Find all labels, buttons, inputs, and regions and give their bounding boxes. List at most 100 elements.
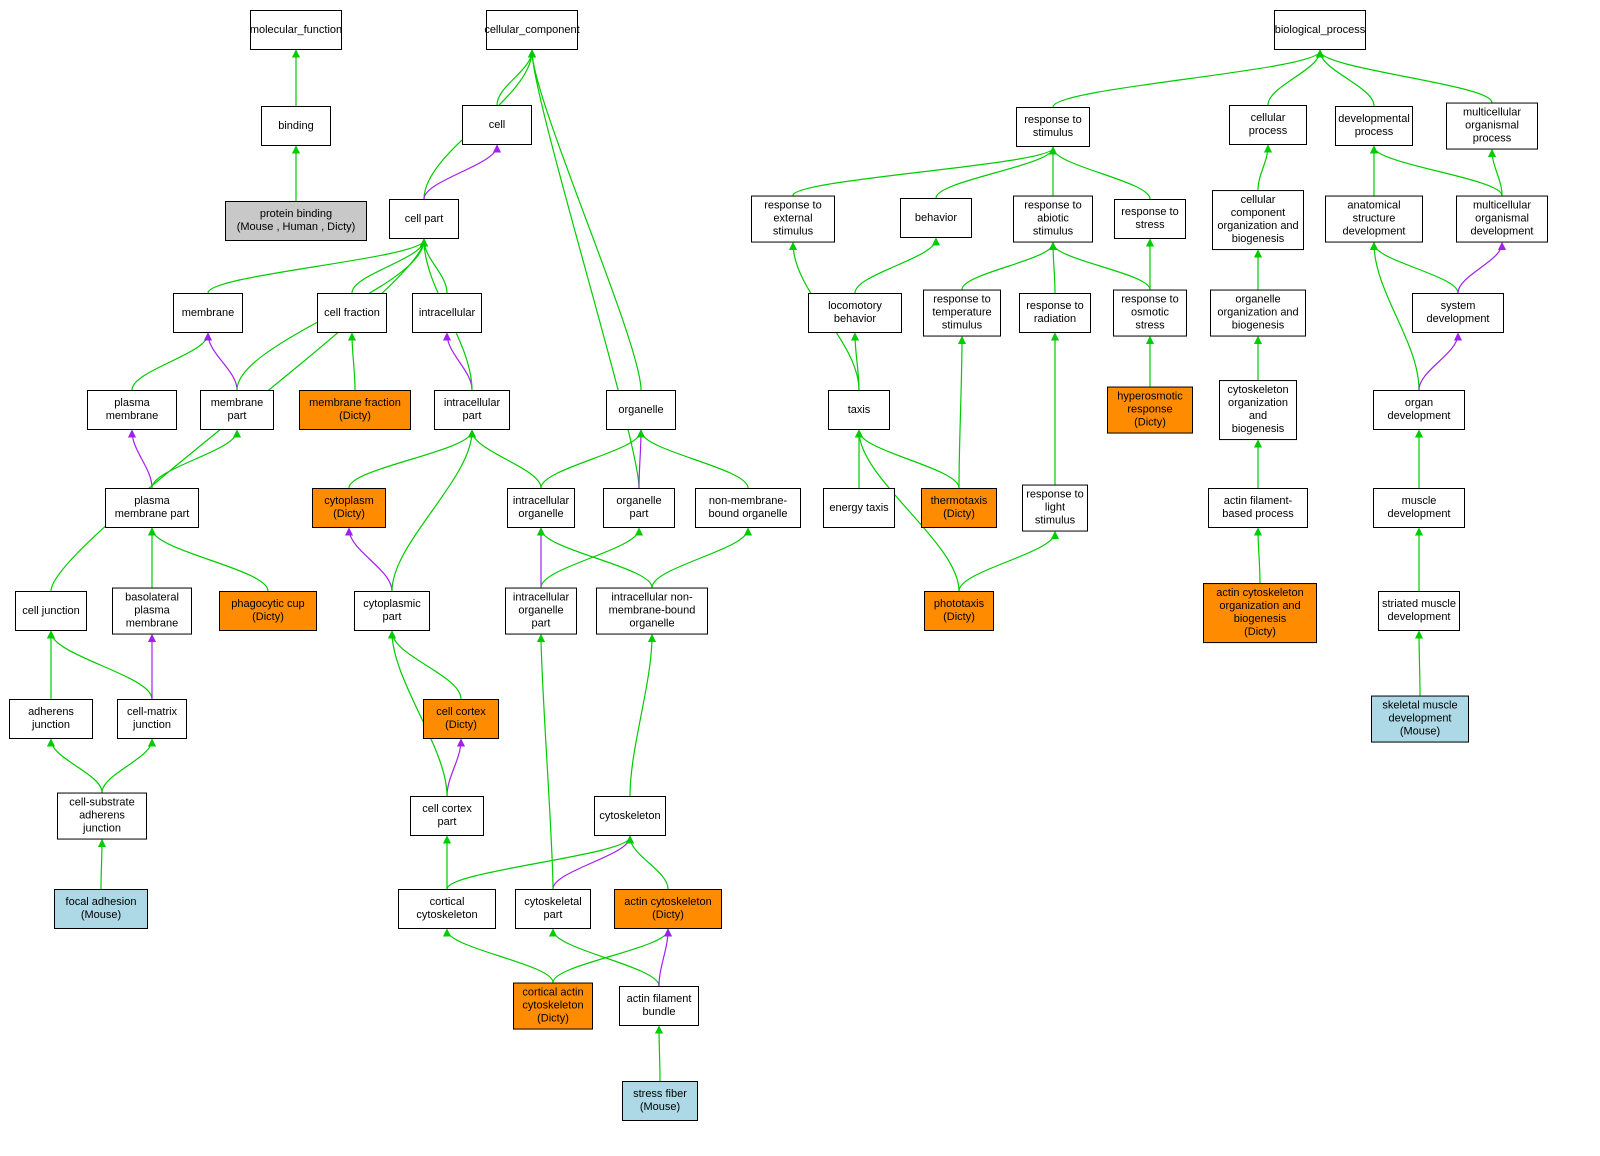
edge-isa-cortical_cytoskeleton-to-cytoskeleton <box>446 835 635 890</box>
node-label: intracellular part <box>443 397 501 422</box>
node-locomotory_behavior: locomotory behavior <box>808 293 902 333</box>
node-intracellular_organelle_part: intracellular organelle part <box>505 587 577 635</box>
edge-partof-cytoplasmic_part-to-cytoplasm <box>344 527 393 592</box>
node-stress_fiber: stress fiber (Mouse) <box>622 1081 698 1121</box>
node-label: muscle development <box>1387 495 1451 520</box>
node-behavior: behavior <box>900 198 972 238</box>
edge-isa-skeletal_muscle_development-to-striated_muscle_development <box>1414 630 1424 696</box>
node-label: actin cytoskeleton organization and biog… <box>1216 587 1304 638</box>
edge-partof-plasma_membrane_part-to-plasma_membrane <box>127 429 153 489</box>
node-label: phagocytic cup (Dicty) <box>231 598 305 623</box>
node-label: cell fraction <box>324 306 380 319</box>
node-response_to_radiation: response to radiation <box>1019 293 1091 333</box>
node-label: intracellular non-membrane-bound organel… <box>608 591 696 630</box>
node-label: focal adhesion (Mouse) <box>65 896 137 921</box>
node-label: energy taxis <box>829 501 889 514</box>
node-label: intracellular <box>418 306 476 319</box>
edge-isa-multicellular_organismal_development-to-developmental_process <box>1369 145 1503 196</box>
edge-isa-membrane-to-cell_part <box>207 238 429 294</box>
node-binding: binding <box>261 106 331 146</box>
node-energy_taxis: energy taxis <box>823 488 895 528</box>
node-label: taxis <box>847 403 871 416</box>
node-response_to_temperature_stimulus: response to temperature stimulus <box>923 289 1001 337</box>
node-label: organelle organization and biogenesis <box>1217 293 1299 332</box>
edge-isa-actin_cytoskeleton_org-to-actin_filament_based_process <box>1253 527 1263 584</box>
node-focal_adhesion: focal adhesion (Mouse) <box>54 889 148 929</box>
edge-partof-actin_filament_bundle-to-actin_cytoskeleton <box>658 928 673 987</box>
edge-isa-plasma_membrane_part-to-membrane_part <box>151 429 242 489</box>
node-label: cytoskeleton <box>599 809 661 822</box>
node-cellular_process: cellular process <box>1229 105 1307 145</box>
node-label: plasma membrane part <box>114 495 190 520</box>
node-label: hyperosmotic response (Dicty) <box>1117 390 1183 429</box>
node-actin_filament_bundle: actin filament bundle <box>619 986 699 1026</box>
node-cytoskeletal_part: cytoskeletal part <box>515 889 591 929</box>
node-skeletal_muscle_development: skeletal muscle development (Mouse) <box>1371 695 1469 743</box>
node-cellular_component_org: cellular component organization and biog… <box>1212 190 1304 250</box>
node-response_to_stress: response to stress <box>1114 199 1186 239</box>
edge-isa-cortical_actin_cytoskeleton-to-cortical_cytoskeleton <box>442 928 554 983</box>
node-cortical_cytoskeleton: cortical cytoskeleton <box>398 889 496 929</box>
node-cortical_actin_cytoskeleton: cortical actin cytoskeleton (Dicty) <box>513 982 593 1030</box>
node-cytoplasm: cytoplasm (Dicty) <box>312 488 386 528</box>
node-intracellular: intracellular <box>412 293 482 333</box>
node-actin_cytoskeleton: actin cytoskeleton (Dicty) <box>614 889 722 929</box>
node-label: molecular_function <box>249 23 343 36</box>
node-plasma_membrane: plasma membrane <box>87 390 177 430</box>
node-label: cellular_component <box>484 23 580 36</box>
node-label: cytoskeleton organization and biogenesis <box>1227 384 1289 435</box>
node-response_to_stimulus: response to stimulus <box>1016 107 1090 147</box>
node-anatomical_structure_development: anatomical structure development <box>1325 195 1423 243</box>
edge-isa-cell_cortex_part-to-cytoplasmic_part <box>387 630 448 797</box>
node-label: plasma membrane <box>105 397 159 422</box>
node-label: thermotaxis (Dicty) <box>930 495 988 520</box>
edge-isa-cellular_component_org-to-cellular_process <box>1257 144 1273 191</box>
edge-isa-locomotory_behavior-to-behavior <box>854 237 941 294</box>
node-label: adherens junction <box>28 706 74 731</box>
node-membrane: membrane <box>173 293 243 333</box>
edge-isa-response_to_osmotic_stress-to-response_to_abiotic_stimulus <box>1048 241 1151 290</box>
node-label: cellular component organization and biog… <box>1217 194 1299 245</box>
node-label: biological_process <box>1274 23 1366 36</box>
node-cytoskeleton_org: cytoskeleton organization and biogenesis <box>1219 380 1297 440</box>
node-cytoskeleton: cytoskeleton <box>594 796 666 836</box>
edge-isa-cell_cortex-to-cytoplasmic_part <box>387 630 462 700</box>
node-label: cell-substrate adherens junction <box>69 796 135 835</box>
node-multicellular_organismal_process: multicellular organismal process <box>1446 102 1538 150</box>
node-label: cell-matrix junction <box>126 706 178 731</box>
node-label: binding <box>278 119 314 132</box>
node-label: organ development <box>1387 397 1451 422</box>
edge-isa-cortical_actin_cytoskeleton-to-actin_cytoskeleton <box>552 928 673 983</box>
node-cell_matrix_junction: cell-matrix junction <box>117 699 187 739</box>
node-biological_process: biological_process <box>1274 10 1366 50</box>
node-phagocytic_cup: phagocytic cup (Dicty) <box>219 591 317 631</box>
node-organelle: organelle <box>606 390 676 430</box>
edge-isa-cell_substrate_adherens_junction-to-cell_matrix_junction <box>101 738 157 793</box>
edge-isa-multicellular_organismal_process-to-biological_process <box>1315 49 1493 103</box>
node-striated_muscle_development: striated muscle development <box>1378 591 1460 631</box>
node-label: cell cortex (Dicty) <box>436 706 486 731</box>
edge-isa-phototaxis-to-response_to_light_stimulus <box>958 530 1060 592</box>
node-membrane_fraction: membrane fraction (Dicty) <box>299 390 411 430</box>
node-label: actin filament bundle <box>626 993 692 1018</box>
edge-isa-focal_adhesion-to-cell_substrate_adherens_junction <box>97 838 107 890</box>
node-label: developmental process <box>1338 113 1410 138</box>
edge-isa-membrane_fraction-to-cell_fraction <box>347 332 357 391</box>
node-membrane_part: membrane part <box>200 390 274 430</box>
node-label: anatomical structure development <box>1342 199 1406 238</box>
node-intracellular_part: intracellular part <box>434 390 510 430</box>
edge-isa-organelle-to-cellular_component <box>527 49 642 391</box>
edge-isa-thermotaxis-to-response_to_temperature_stimulus <box>957 335 967 489</box>
edge-isa-intracellular_nmb_organelle-to-non_membrane_bound_organelle <box>651 527 753 588</box>
node-hyperosmotic_response: hyperosmotic response (Dicty) <box>1107 386 1193 434</box>
node-organelle_part: organelle part <box>603 488 675 528</box>
node-intracellular_organelle: intracellular organelle <box>507 488 575 528</box>
edge-partof-membrane_part-to-membrane <box>203 332 238 391</box>
node-cell_substrate_adherens_junction: cell-substrate adherens junction <box>57 792 147 840</box>
node-label: non-membrane-bound organelle <box>708 495 788 520</box>
node-phototaxis: phototaxis (Dicty) <box>924 591 994 631</box>
edge-isa-behavior-to-response_to_stimulus <box>935 146 1058 199</box>
edge-partof-organ_development-to-system_development <box>1418 332 1463 391</box>
node-label: cytoplasm (Dicty) <box>324 495 374 520</box>
